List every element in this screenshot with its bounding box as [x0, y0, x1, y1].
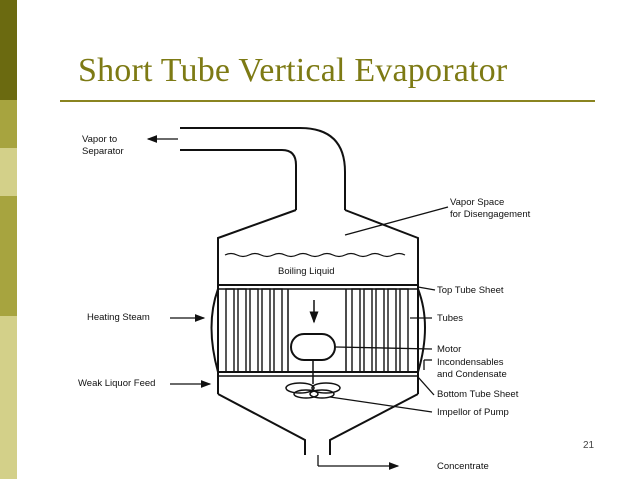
title-underline	[60, 100, 595, 102]
label-tubes: Tubes	[437, 313, 464, 324]
label-top-tube-sheet: Top Tube Sheet	[437, 285, 504, 296]
vessel-top-cone	[217, 209, 297, 258]
vessel-bottom-cone-right	[329, 393, 419, 455]
vapor-pipe-outer	[180, 127, 346, 210]
label-motor: Motor	[437, 344, 462, 355]
label-bottom-tube-sheet: Bottom Tube Sheet	[437, 389, 519, 400]
vessel-bottom-cone	[217, 393, 306, 455]
page-number: 21	[583, 440, 595, 451]
right-tube-bundle	[351, 288, 409, 373]
steam-jacket-left	[210, 288, 219, 373]
sidebar-decoration	[0, 0, 17, 479]
motor-shape	[290, 333, 336, 361]
label-heating-steam: Heating Steam	[87, 312, 150, 323]
label-boiling-liquid: Boiling Liquid	[278, 266, 335, 277]
slide-title: Short Tube Vertical Evaporator	[78, 52, 508, 89]
label-vapor-space: Vapor Space	[450, 197, 505, 208]
label-weak-liquor-feed: Weak Liquor Feed	[78, 378, 156, 389]
sidebar-band-light	[0, 148, 17, 196]
sidebar-band-mid	[0, 100, 17, 148]
label-impellor: Impellor of Pump	[437, 407, 509, 418]
label-separator: Separator	[82, 146, 124, 157]
steam-jacket-right	[417, 288, 426, 373]
label-concentrate: Concentrate	[437, 461, 489, 472]
sidebar-band-dark	[0, 0, 17, 100]
label-incondensables: Incondensables	[437, 357, 504, 368]
vessel-top-cone-right	[344, 209, 419, 258]
impeller-shape	[285, 382, 341, 399]
label-and-condensate: and Condensate	[437, 369, 507, 380]
left-tube-bundle	[225, 288, 283, 373]
label-disengagement: for Disengagement	[450, 209, 531, 220]
liquid-level	[224, 252, 406, 258]
sidebar-band-light-2	[0, 316, 17, 479]
label-vapor-to: Vapor to	[82, 134, 118, 145]
sidebar-band-mid-2	[0, 196, 17, 316]
vapor-pipe-inner	[180, 149, 297, 210]
